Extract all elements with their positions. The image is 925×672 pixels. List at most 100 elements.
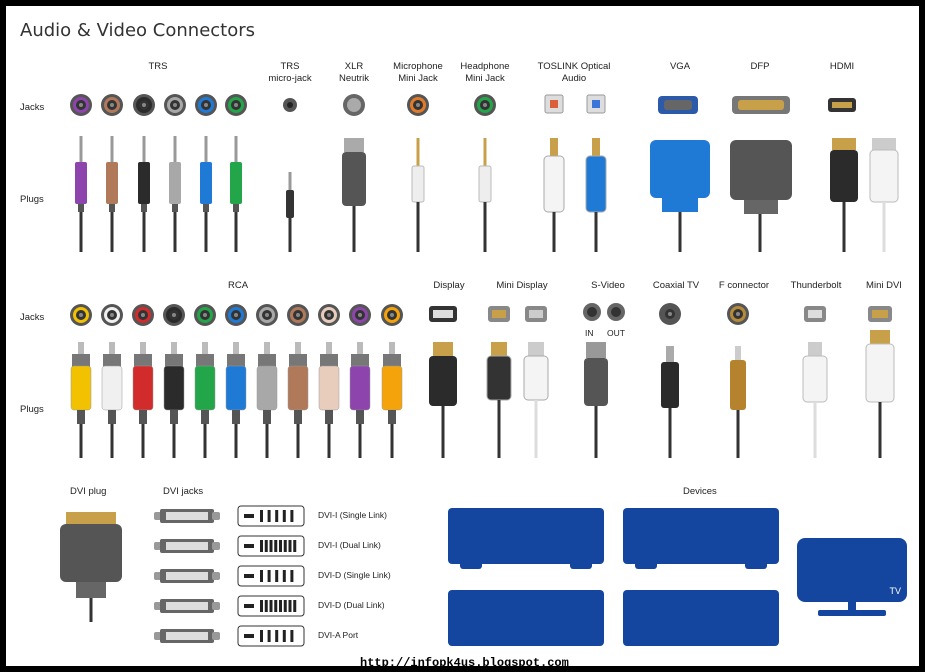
vga-jack-inner	[664, 100, 692, 110]
dvi-plug-label: DVI plug	[70, 486, 107, 497]
trs-plug-2-tip	[142, 136, 146, 162]
trs-micro-plug-body	[286, 190, 294, 218]
rca-plug-1-strain	[108, 410, 116, 424]
rca-jack-2-pin	[141, 313, 145, 317]
dvi-jack-face-4	[237, 625, 305, 647]
dvi-jack-face-pins-2-2	[275, 570, 279, 582]
trs-plug-3-strain	[172, 204, 178, 212]
dvi-jack-face-pins-2-3	[282, 570, 286, 582]
minidisplay-jack-inner-1	[529, 310, 543, 318]
row-label-plugs-top: Plugs	[20, 194, 44, 205]
dvi-jack-face-pins-1-6	[288, 540, 292, 552]
dvi-jack-face-pins-4-1	[267, 630, 271, 642]
trs-plug-1-body	[106, 162, 118, 204]
rca-jack-3-pin	[172, 313, 176, 317]
dvi-jack-face-blade-3	[244, 604, 254, 608]
thunderbolt-plug-body	[802, 355, 828, 403]
rca-plug-4-body	[194, 365, 216, 411]
dvi-jack-face-pins-3-6	[288, 600, 292, 612]
dvi-jack-side-screw-r-0	[212, 512, 220, 520]
svideo-plug-tip	[586, 342, 606, 358]
hdmi-plug-2-body	[869, 149, 899, 203]
coaxial-plug-body	[661, 362, 679, 408]
rca-plug-2-pin	[140, 342, 146, 356]
rca-plug-1-pin	[109, 342, 115, 356]
dvi-jack-side-screw-r-2	[212, 572, 220, 580]
trs-plug-2-strain	[141, 204, 147, 212]
dvi-jack-face-2	[237, 565, 305, 587]
trs-plug-0-strain	[78, 204, 84, 212]
rca-plug-5-strain	[232, 410, 240, 424]
rca-plug-4-pin	[202, 342, 208, 356]
section-label-mid-5: F connector	[718, 280, 770, 291]
trs-plug-0-body	[75, 162, 87, 204]
rca-plug-7-body	[287, 365, 309, 411]
row-label-plugs-mid: Plugs	[20, 404, 44, 415]
dvi-jack-face-pins-1-1	[264, 540, 268, 552]
dvi-jack-face-pins-4-0	[260, 630, 263, 642]
dvi-jack-face-pins-0-2	[275, 510, 279, 522]
rca-plug-3-body	[163, 365, 185, 411]
rca-plug-3-shell	[165, 354, 183, 368]
rca-jack-6-pin	[265, 313, 269, 317]
svideo-jack-out-core	[611, 307, 621, 317]
rca-plug-7-strain	[294, 410, 302, 424]
dvi-type-label-1: DVI-I (Dual Link)	[318, 540, 381, 550]
coaxial-plug-tip	[666, 346, 674, 362]
fconnector-plug-body	[730, 360, 746, 410]
dvi-type-label-3: DVI-D (Dual Link)	[318, 600, 385, 610]
trs-plug-4-body	[200, 162, 212, 204]
page-title: Audio & Video Connectors	[20, 20, 256, 41]
dvi-jack-face-pins-0-3	[282, 510, 286, 522]
headphone-plug-tip	[483, 138, 487, 166]
dvi-jack-side-inner-3	[166, 602, 208, 610]
rca-plug-9-shell	[351, 354, 369, 368]
dvi-jack-face-pins-1-4	[279, 540, 282, 552]
trs-jack-2-pin	[142, 103, 146, 107]
toslink-plug-tip-0	[550, 138, 558, 156]
footer-url: http://infopk4us.blogspot.com	[360, 656, 569, 666]
rca-plug-8-strain	[325, 410, 333, 424]
rca-plug-5-pin	[233, 342, 239, 356]
minidisplay-plug-tip-0	[491, 342, 507, 356]
trs-plug-5-tip	[234, 136, 238, 162]
xlr-jack-inner	[347, 98, 361, 112]
rca-plug-9-pin	[357, 342, 363, 356]
dfp-plug-neck	[744, 200, 778, 214]
dvi-jack-face-pins-3-1	[264, 600, 268, 612]
hdmi-jack-inner	[832, 102, 852, 108]
trs-plug-5-strain	[233, 204, 239, 212]
dvi-jack-face-pins-1-2	[269, 540, 273, 552]
dvi-jack-face-pins-1-7	[293, 540, 297, 552]
dvi-jack-face-pins-4-2	[275, 630, 279, 642]
rca-jack-10-pin	[390, 313, 394, 317]
section-label-mid-3: S-Video	[591, 280, 625, 291]
headphone-plug-body	[478, 165, 492, 203]
dvi-jack-face-pins-0-1	[267, 510, 271, 522]
displayport-plug-body	[429, 356, 457, 406]
rca-jack-1-pin	[110, 313, 114, 317]
tv-stand-neck	[848, 600, 856, 612]
rca-plug-0-shell	[72, 354, 90, 368]
svideo-jack-in-core	[587, 307, 597, 317]
rca-plug-6-shell	[258, 354, 276, 368]
devices-label: Devices	[683, 486, 717, 497]
rca-plug-8-shell	[320, 354, 338, 368]
connector-illustrations	[60, 94, 899, 647]
rca-plug-10-pin	[389, 342, 395, 356]
dvi-jack-face-pins-3-3	[274, 600, 278, 612]
headphone-jack-pin	[483, 103, 487, 107]
mic-plug-body	[411, 165, 425, 203]
dvi-jack-face-blade-2	[244, 574, 254, 578]
rca-plug-1-shell	[103, 354, 121, 368]
toslink-jack-core-1	[592, 100, 600, 108]
dvi-plug-neck	[76, 582, 106, 598]
dvi-jack-face-blade-4	[244, 634, 254, 638]
trs-jack-1-pin	[110, 103, 114, 107]
minidisplay-plug-tip-1	[528, 342, 544, 356]
vga-plug-body	[650, 140, 710, 198]
section-label-top-4: Headphone Mini Jack	[460, 61, 510, 84]
rca-jack-8-pin	[327, 313, 331, 317]
section-label-top-5: TOSLINK Optical Audio	[537, 61, 611, 84]
section-label-mid-7: Mini DVI	[866, 280, 902, 291]
